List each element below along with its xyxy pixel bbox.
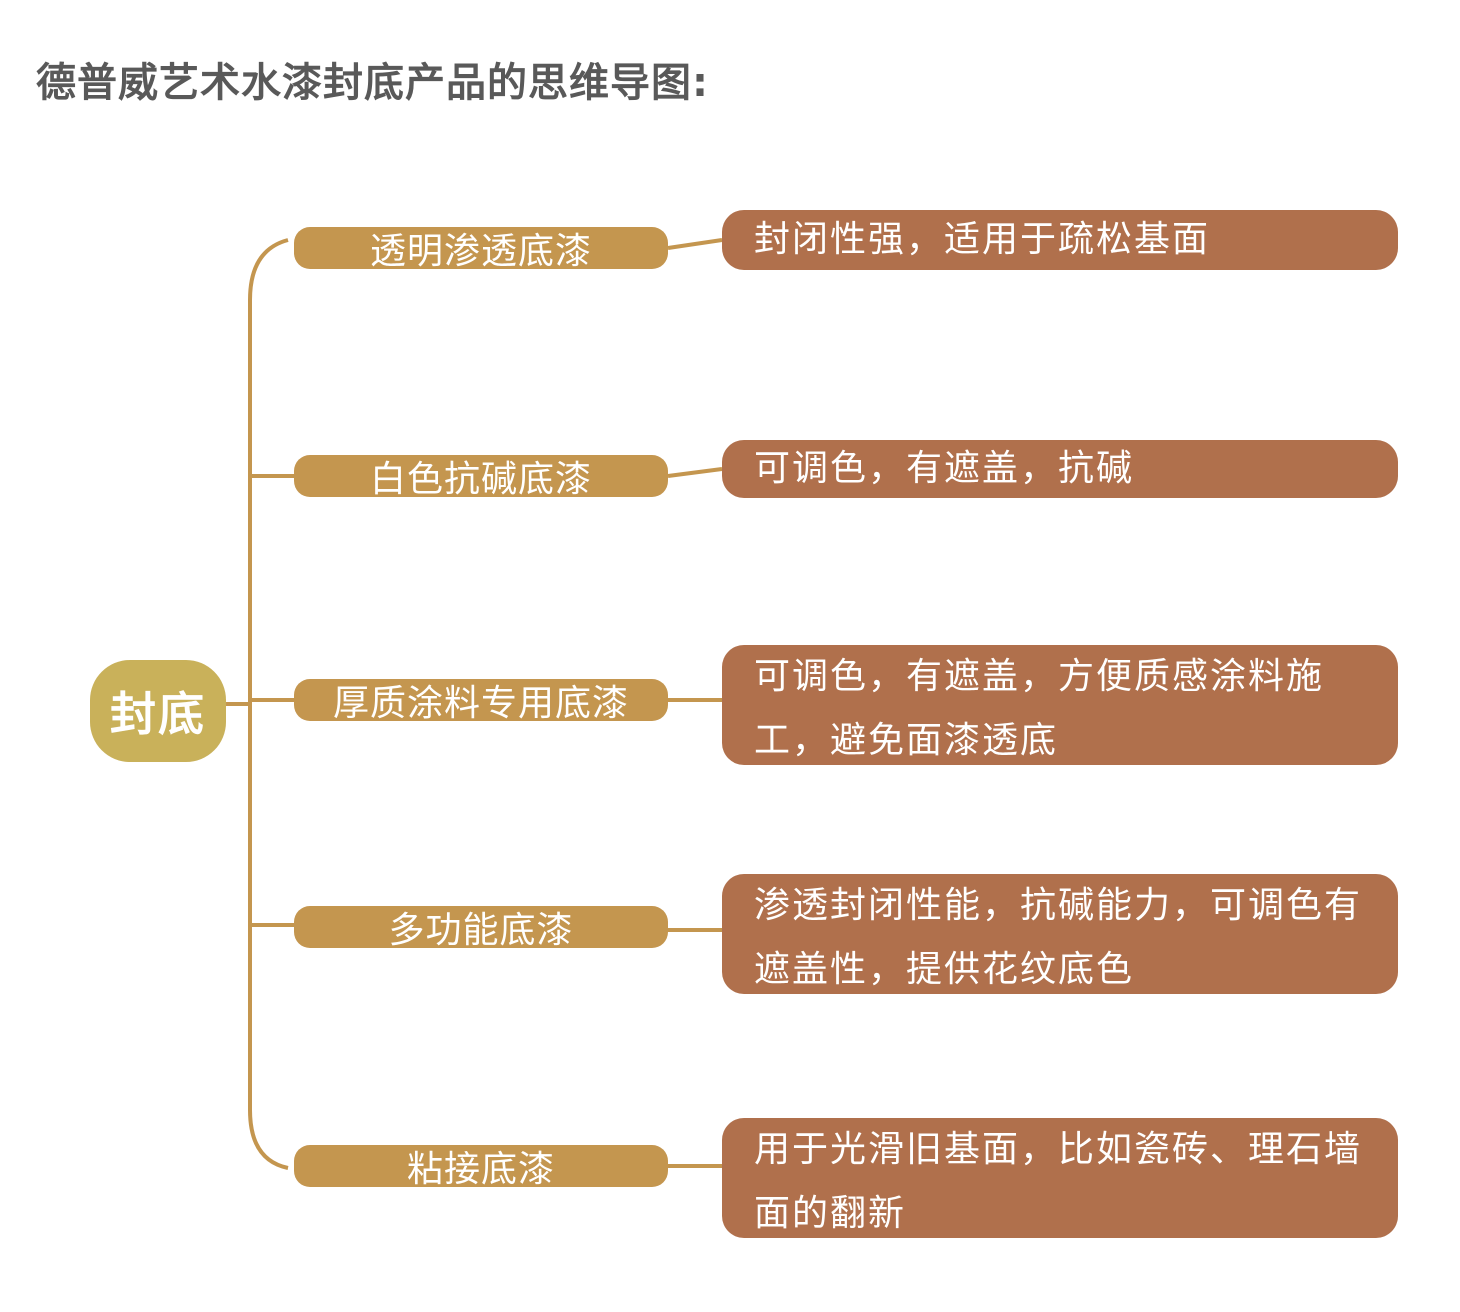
leaf-node[interactable]: 用于光滑旧基面，比如瓷砖、理石墙面的翻新: [722, 1118, 1398, 1238]
branch-node[interactable]: 白色抗碱底漆: [294, 455, 668, 500]
leaf-connector-1: [667, 238, 723, 250]
leaf-node[interactable]: 封闭性强，适用于疏松基面: [722, 210, 1398, 270]
leaf-node[interactable]: 渗透封闭性能，抗碱能力，可调色有遮盖性，提供花纹底色: [722, 874, 1398, 994]
leaf-connector-2: [667, 467, 723, 478]
page-title: 德普威艺术水漆封底产品的思维导图:: [36, 60, 709, 106]
root-bracket-line: [248, 238, 289, 1170]
leaf-node[interactable]: 可调色，有遮盖，抗碱: [722, 440, 1398, 498]
branch-node[interactable]: 厚质涂料专用底漆: [294, 679, 668, 724]
root-node[interactable]: 封底: [90, 660, 226, 762]
branch-node[interactable]: 粘接底漆: [294, 1145, 668, 1190]
branch-node[interactable]: 透明渗透底漆: [294, 227, 668, 272]
leaf-node[interactable]: 可调色，有遮盖，方便质感涂料施工，避免面漆透底: [722, 645, 1398, 765]
branch-node[interactable]: 多功能底漆: [294, 906, 668, 951]
